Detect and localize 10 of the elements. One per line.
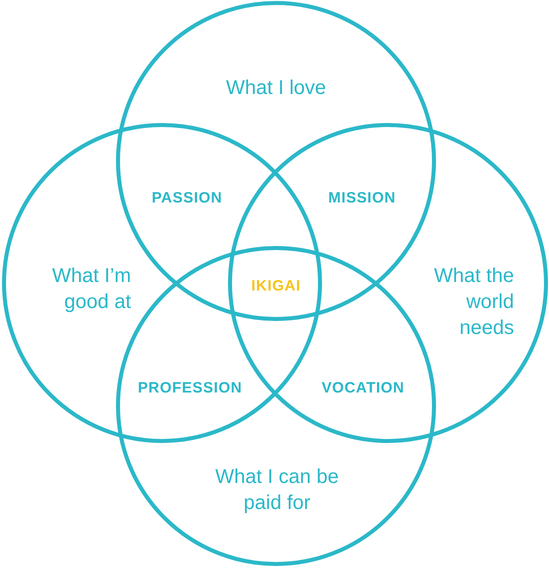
circle-label: What I can be paid for bbox=[214, 465, 340, 516]
circle-label: What I’m good at bbox=[51, 264, 131, 315]
overlap-label: VOCATION bbox=[322, 380, 404, 396]
overlap-label: PASSION bbox=[152, 190, 222, 206]
circle-label: What the world needs bbox=[432, 264, 514, 341]
overlap-label: PROFESSION bbox=[138, 380, 242, 396]
circle-label: What I love bbox=[224, 76, 328, 101]
venn-circle bbox=[2, 123, 322, 443]
overlap-label: MISSION bbox=[328, 190, 396, 206]
overlap-label: IKIGAI bbox=[251, 278, 301, 294]
